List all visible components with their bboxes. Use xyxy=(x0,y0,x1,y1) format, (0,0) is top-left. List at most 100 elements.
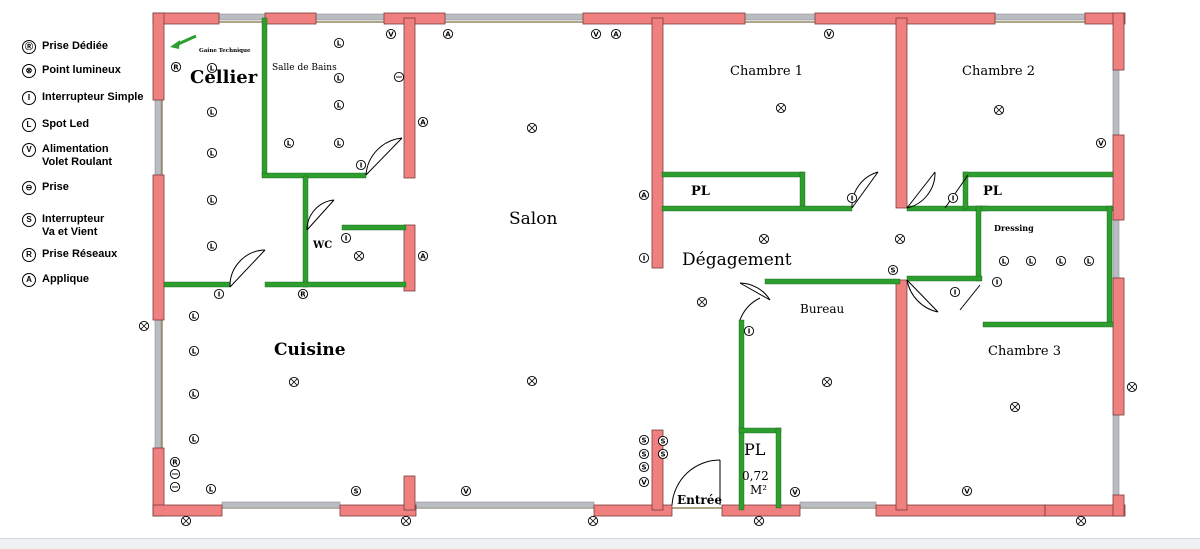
led-spot-icon: L xyxy=(998,255,1010,267)
wall-light-icon: A xyxy=(417,250,429,262)
shutter-power-icon: V xyxy=(638,476,650,488)
svg-text:V: V xyxy=(826,31,832,39)
simple-switch-icon: I xyxy=(355,159,367,171)
shutter-power-icon: V xyxy=(460,485,472,497)
svg-text:L: L xyxy=(287,140,292,148)
shutter-power-icon: V xyxy=(590,28,602,40)
svg-text:L: L xyxy=(1002,258,1007,266)
outlet-icon xyxy=(169,468,181,480)
svg-text:L: L xyxy=(337,40,342,48)
exterior-walls xyxy=(152,12,1126,517)
svg-text:V: V xyxy=(1098,140,1104,148)
simple-switch-icon: I xyxy=(340,232,352,244)
svg-text:S: S xyxy=(353,488,358,496)
led-spot-icon: L xyxy=(283,137,295,149)
svg-text:S: S xyxy=(641,451,646,459)
svg-text:I: I xyxy=(748,328,751,336)
svg-text:A: A xyxy=(613,31,619,39)
two-way-switch-icon: S xyxy=(657,448,669,460)
svg-text:L: L xyxy=(337,75,342,83)
led-spot-icon: L xyxy=(333,37,345,49)
label-pl-3-area-value: 0,72 xyxy=(742,469,769,483)
doors xyxy=(229,137,981,506)
simple-switch-icon: I xyxy=(22,91,36,105)
wall-light-icon: A xyxy=(638,189,650,201)
svg-text:L: L xyxy=(1029,258,1034,266)
label-pl-3: PL xyxy=(744,440,766,459)
network-outlet-icon: R xyxy=(297,288,309,300)
label-chambre-1: Chambre 1 xyxy=(730,64,803,79)
label-pl-2: PL xyxy=(983,184,1002,199)
simple-switch-icon: I xyxy=(213,288,225,300)
svg-text:V: V xyxy=(792,489,798,497)
label-entree: Entrée xyxy=(677,493,722,507)
svg-text:V: V xyxy=(964,488,970,496)
simple-switch-icon: I xyxy=(991,276,1003,288)
wall-light-icon: A xyxy=(22,273,36,287)
svg-text:S: S xyxy=(641,464,646,472)
svg-text:L: L xyxy=(210,109,215,117)
legend-label: Applique xyxy=(42,273,90,285)
outlet-icon: ⊖ xyxy=(22,181,36,195)
svg-text:S: S xyxy=(641,437,646,445)
svg-text:I: I xyxy=(218,291,221,299)
led-spot-icon: L xyxy=(188,345,200,357)
room-labels: Gaine Technique Cellier Salle de Bains W… xyxy=(190,48,1061,507)
svg-text:V: V xyxy=(593,31,599,39)
svg-text:L: L xyxy=(192,348,197,356)
shutter-power-icon: V xyxy=(789,486,801,498)
light-point-icon xyxy=(526,122,538,134)
svg-text:L: L xyxy=(210,243,215,251)
led-spot-icon: L xyxy=(206,147,218,159)
svg-text:L: L xyxy=(192,436,197,444)
light-point-icon xyxy=(400,515,412,527)
svg-text:V: V xyxy=(463,488,469,496)
label-gaine-technique: Gaine Technique xyxy=(199,48,251,54)
led-spot-icon: L xyxy=(333,99,345,111)
legend-item: A Applique xyxy=(22,273,89,287)
light-point-icon xyxy=(1075,515,1087,527)
svg-text:L: L xyxy=(1059,258,1064,266)
led-spot-icon: L xyxy=(206,194,218,206)
svg-text:L: L xyxy=(210,150,215,158)
svg-text:I: I xyxy=(643,255,646,263)
svg-text:L: L xyxy=(192,391,197,399)
led-spot-icon: L xyxy=(188,310,200,322)
network-outlet-icon: R xyxy=(22,248,36,262)
svg-text:A: A xyxy=(445,31,451,39)
legend-label: Point lumineux xyxy=(42,64,121,76)
light-point-icon xyxy=(138,320,150,332)
light-point-icon: ⊗ xyxy=(22,64,36,78)
legend-label: Interrupteur Simple xyxy=(42,91,144,103)
led-spot-icon: L xyxy=(206,240,218,252)
two-way-switch-icon: S xyxy=(657,435,669,447)
legend-label: Prise Réseaux xyxy=(42,248,118,260)
svg-text:L: L xyxy=(337,102,342,110)
label-salon: Salon xyxy=(509,209,557,229)
svg-text:A: A xyxy=(420,253,426,261)
label-degagement: Dégagement xyxy=(682,250,792,270)
shutter-power-icon: V xyxy=(1095,137,1107,149)
light-point-icon xyxy=(587,515,599,527)
windows xyxy=(154,13,1120,509)
svg-text:L: L xyxy=(210,65,215,73)
simple-switch-icon: I xyxy=(638,252,650,264)
gaine-technique-arrow xyxy=(170,34,197,49)
legend-item: ⊖Prise xyxy=(22,181,69,195)
shutter-power-icon: V xyxy=(961,485,973,497)
svg-text:S: S xyxy=(890,267,895,275)
legend-item: I Interrupteur Simple xyxy=(22,91,143,105)
led-spot-icon: L xyxy=(22,118,36,132)
dedicated-outlet-icon: R xyxy=(169,456,181,468)
svg-text:V: V xyxy=(388,31,394,39)
simple-switch-icon: I xyxy=(846,192,858,204)
led-spot-icon: L xyxy=(1055,255,1067,267)
led-spot-icon: L xyxy=(333,72,345,84)
shutter-power-icon: V xyxy=(823,28,835,40)
simple-switch-icon: I xyxy=(949,286,961,298)
